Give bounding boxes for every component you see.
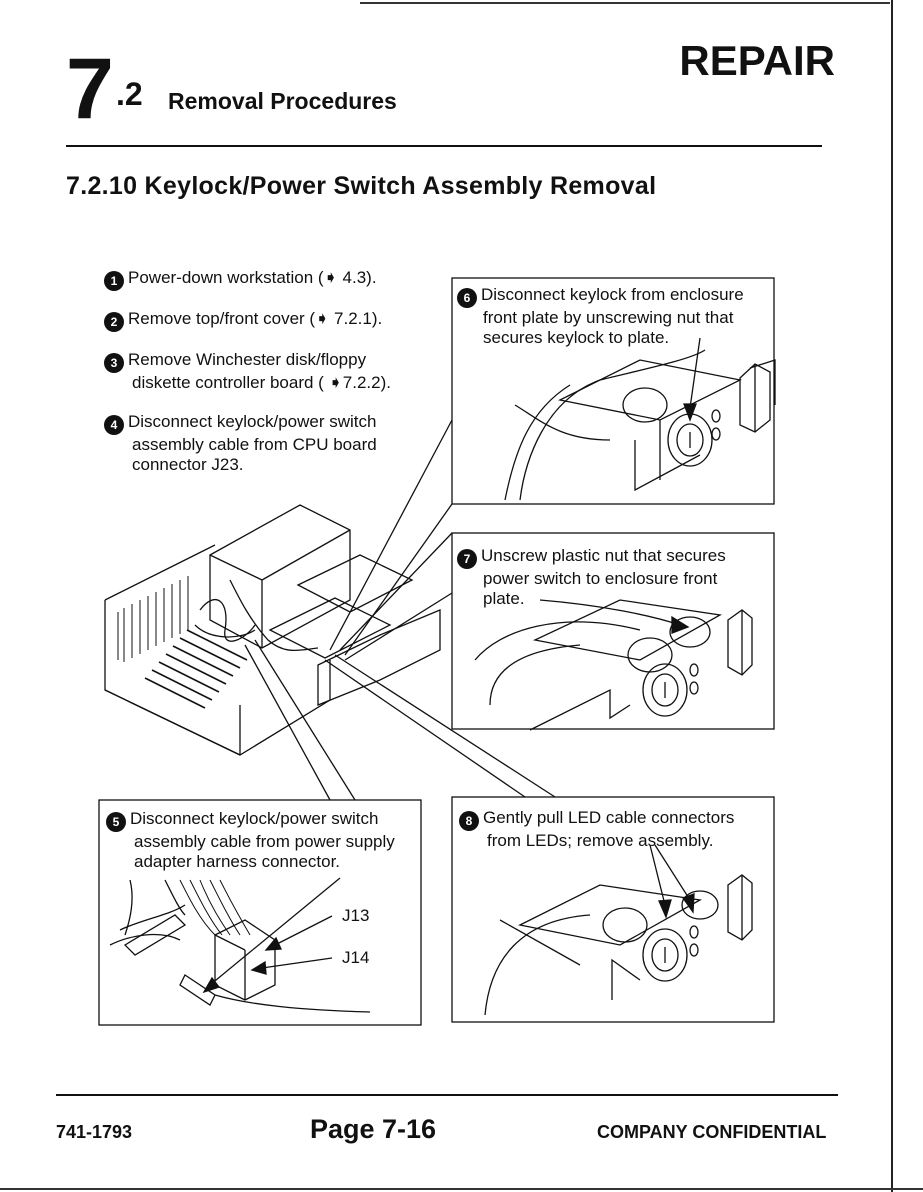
step-text: Disconnect keylock/power switch <box>130 809 379 828</box>
page-number: Page 7-16 <box>310 1114 437 1144</box>
document-number: 741-1793 <box>56 1122 133 1142</box>
step-text: Remove Winchester disk/floppy <box>128 350 367 369</box>
step-text: plate. <box>483 589 525 608</box>
step-number-badge: 5 <box>106 812 126 832</box>
connector-label-j13: J13 <box>342 906 370 925</box>
step-text: from LEDs; remove assembly. <box>487 831 714 850</box>
step-text: power switch to enclosure front <box>483 569 718 588</box>
step-number-badge: 2 <box>104 312 124 332</box>
step-text: secures keylock to plate. <box>483 328 670 347</box>
header-divider <box>66 145 822 147</box>
step-text: Power-down workstation (➧ 4.3). <box>128 268 377 287</box>
step-number-badge: 4 <box>104 415 124 435</box>
step-text: Disconnect keylock from enclosure <box>481 285 744 304</box>
connector-label-j14: J14 <box>342 948 370 967</box>
step-number-badge: 1 <box>104 271 124 291</box>
step-text: Unscrew plastic nut that secures <box>481 546 726 565</box>
step-text: assembly cable from CPU board <box>132 435 377 454</box>
bottom-rule <box>0 1188 923 1190</box>
step-text: diskette controller board ( ➧7.2.2). <box>132 373 391 392</box>
callout-box-8 <box>451 796 775 1023</box>
step-text: connector J23. <box>132 455 244 474</box>
step-text: front plate by unscrewing nut that <box>483 308 734 327</box>
step-text: assembly cable from power supply <box>134 832 395 851</box>
callout-box-6 <box>451 277 775 505</box>
top-rule <box>360 2 890 4</box>
step-text: Disconnect keylock/power switch <box>128 412 377 431</box>
chapter-number: 7 <box>66 41 114 137</box>
step-text: Remove top/front cover (➧ 7.2.1). <box>128 309 383 328</box>
page-edge <box>891 0 893 1192</box>
step-number-badge: 7 <box>457 549 477 569</box>
chapter-subnumber: .2 <box>116 76 143 112</box>
step-text: adapter harness connector. <box>134 852 341 871</box>
section-label: REPAIR <box>679 37 835 84</box>
footer-divider <box>56 1094 838 1096</box>
callout-box-5 <box>98 799 422 1026</box>
section-title: 7.2.10 Keylock/Power Switch Assembly Rem… <box>66 172 657 200</box>
callout-box-7 <box>451 532 775 730</box>
chapter-title: Removal Procedures <box>168 88 397 114</box>
step-number-badge: 6 <box>457 288 477 308</box>
confidential-notice: COMPANY CONFIDENTIAL <box>597 1122 827 1142</box>
step-number-badge: 8 <box>459 811 479 831</box>
step-text: Gently pull LED cable connectors <box>483 808 735 827</box>
step-number-badge: 3 <box>104 353 124 373</box>
